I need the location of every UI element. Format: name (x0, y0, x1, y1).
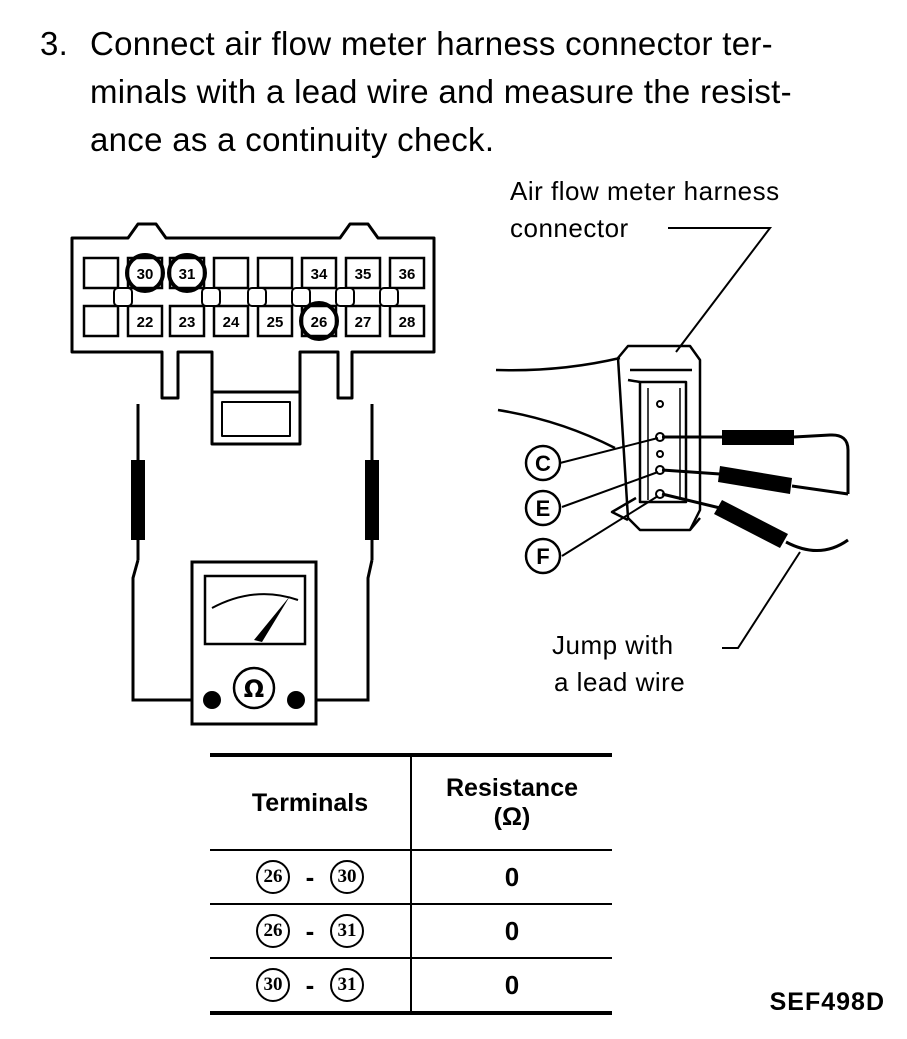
callout-e: E (536, 496, 551, 521)
pin-35: 35 (355, 266, 372, 283)
right-probe (365, 404, 379, 560)
table-row: 26-30 0 (210, 850, 612, 904)
pin-30: 30 (137, 266, 154, 283)
callout-c-leader (559, 437, 659, 464)
meter-needle (254, 596, 290, 642)
pin-31: 31 (179, 266, 196, 283)
left-probe (131, 404, 145, 560)
callout-f: F (536, 544, 549, 569)
resistance-table: Terminals Resistance (Ω) 26-30 0 26-31 0… (210, 753, 612, 1015)
step-text-line-1: Connect air flow meter harness connector… (90, 25, 773, 62)
harness-test-leads (661, 430, 850, 552)
pin-36: 36 (399, 266, 416, 283)
table-row: 26-31 0 (210, 904, 612, 958)
table-header-row: Terminals Resistance (Ω) (210, 755, 612, 850)
jump-label-line-2: a lead wire (554, 667, 686, 697)
pin-28: 28 (399, 314, 416, 331)
pin-22: 22 (137, 314, 154, 331)
table-row: 30-31 0 (210, 958, 612, 1013)
resistance-value: 0 (504, 969, 520, 1000)
pin-34: 34 (311, 266, 328, 283)
header-terminals: Terminals (210, 755, 412, 850)
figure-code: SEF498D (769, 988, 885, 1016)
terminal-b: 31 (330, 914, 364, 949)
pin-23: 23 (179, 314, 196, 331)
callout-f-leader (561, 495, 659, 557)
connector-cavities-bottom (82, 304, 426, 338)
resistance-value: 0 (504, 915, 520, 946)
callout-c: C (535, 451, 551, 476)
pin-26: 26 (311, 314, 328, 331)
terminal-a: 26 (256, 860, 290, 895)
ohmmeter (190, 560, 318, 726)
terminal-b: 31 (330, 968, 364, 1003)
harness-label-line-1: Air flow meter harness (510, 176, 780, 206)
terminal-a: 26 (256, 914, 290, 949)
step-text-line-3: ance as a continuity check. (90, 121, 495, 158)
header-resistance-line-1: Resistance (445, 774, 579, 802)
jump-label-leader (722, 551, 801, 649)
harness-label-leader (668, 227, 773, 353)
terminal-a: 30 (256, 968, 290, 1003)
jump-label-line-1: Jump with (552, 630, 674, 660)
callout-e-leader (561, 471, 659, 508)
step-number: 3. (40, 25, 69, 62)
terminal-pair: 26-31 (210, 904, 412, 958)
header-resistance-line-2: (Ω) (493, 803, 531, 831)
terminal-b: 30 (330, 860, 364, 895)
pin-27: 27 (355, 314, 372, 331)
test-terminal-highlights (125, 253, 339, 341)
connector-body (70, 222, 436, 400)
terminal-pair: 30-31 (210, 958, 412, 1013)
ohm-symbol-circle (232, 666, 276, 710)
harness-label-line-2: connector (510, 213, 629, 243)
step-text-line-2: minals with a lead wire and measure the … (90, 73, 792, 110)
pin-25: 25 (267, 314, 284, 331)
connector-cavities-top (82, 256, 426, 290)
resistance-value: 0 (504, 861, 520, 892)
terminal-pair: 26-30 (210, 850, 412, 904)
header-resistance: Resistance (Ω) (411, 755, 612, 850)
connector-latch (210, 390, 302, 446)
ohm-symbol: Ω (244, 675, 264, 703)
pin-24: 24 (223, 314, 240, 331)
